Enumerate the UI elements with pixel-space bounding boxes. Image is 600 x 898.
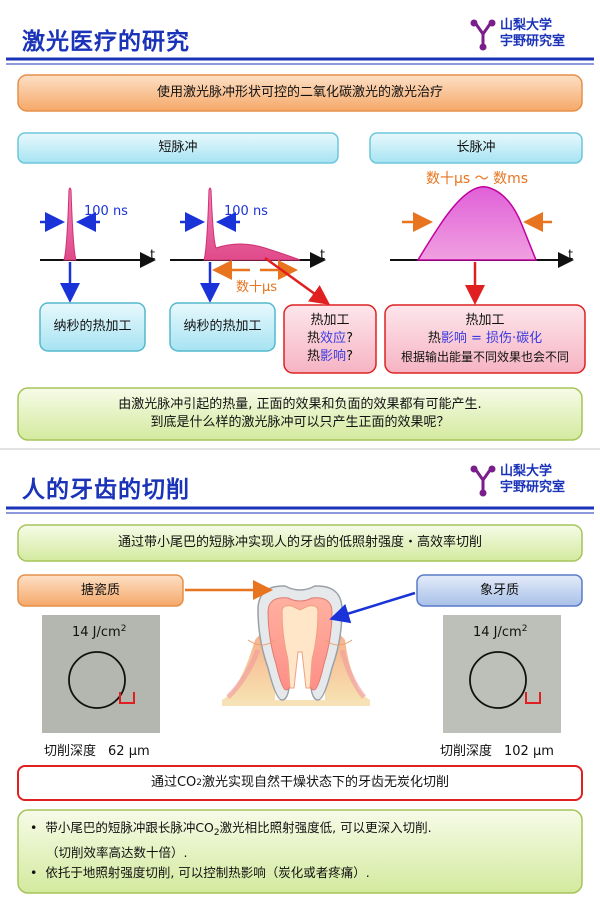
lab-logo-icon-1 bbox=[470, 19, 496, 51]
nano-box-1: 纳秒的热加工 bbox=[53, 319, 132, 334]
long-pulse-shape bbox=[416, 186, 538, 261]
heat-box: 热加工 热效应? 热影响? bbox=[284, 305, 376, 373]
bullet-1: • 带小尾巴的短脉冲跟长脉冲CO2激光相比照射强度低, 可以更深入切削. bbox=[30, 820, 432, 838]
question-line-2: 到底是什么样的激光脉冲可以只产生正面的效果呢？ bbox=[150, 415, 450, 430]
bullets-box bbox=[17, 809, 583, 894]
short-pulse-label: 短脉冲 bbox=[158, 140, 198, 155]
long-pulse-label: 长脉冲 bbox=[456, 140, 496, 155]
dentin-label: 象牙质 bbox=[479, 582, 519, 598]
result-red-box bbox=[17, 765, 583, 801]
long-heat-box-bg bbox=[384, 304, 586, 374]
nano-box-2-bg bbox=[169, 302, 276, 352]
lab-name-2: 山梨大学 宇野研究室 bbox=[500, 464, 565, 496]
banner2-box bbox=[17, 524, 583, 562]
tooth-illustration bbox=[222, 585, 370, 706]
lab-group-2: 宇野研究室 bbox=[500, 480, 566, 495]
short-pulse-tail bbox=[203, 187, 301, 261]
long-heat-box-line2: 热影响 = 损伤·碳化 bbox=[427, 331, 543, 346]
nano-box-1-bg bbox=[39, 302, 146, 352]
scale-mark-2 bbox=[525, 692, 541, 704]
dentin-box bbox=[416, 574, 583, 607]
lab-univ-2: 山梨大学 bbox=[500, 464, 553, 479]
heat-box-title: 热加工 bbox=[310, 313, 350, 328]
section1-title: 激光医疗的研究 bbox=[22, 29, 190, 55]
short-pulse-box bbox=[17, 132, 339, 164]
lab-name-1: 山梨大学 宇野研究室 bbox=[500, 18, 565, 50]
pulse-width-label-2: 100 ns bbox=[224, 204, 268, 219]
heat-box-line2: 热效应? bbox=[307, 331, 353, 346]
bullet-2: • 依托于地照射强度切削, 可以控制热影响（炭化或者疼痛）. bbox=[30, 865, 370, 880]
long-heat-box: 热加工 热影响 = 损伤·碳化 根据输出能量不同效果也会不同 bbox=[385, 305, 585, 373]
question-text: 由激光脉冲引起的热量, 正面的效果和负面的效果都有可能产生. 到底是什么样的激光… bbox=[18, 388, 582, 440]
axis-t-1: t bbox=[150, 248, 156, 263]
bullet-1-line2: （切削效率高达数十倍）. bbox=[46, 845, 188, 860]
axis-t-3: t bbox=[568, 248, 574, 263]
tail-arrow-red bbox=[264, 256, 331, 305]
pulse-width-label-1: 100 ns bbox=[84, 204, 128, 219]
long-pulse-box bbox=[369, 132, 583, 164]
banner2-text: 通过带小尾巴的短脉冲实现人的牙齿的低照射强度・高效率切削 bbox=[117, 535, 482, 550]
scale-mark-1 bbox=[119, 692, 135, 704]
lab-univ-1: 山梨大学 bbox=[500, 18, 553, 33]
fluence-right: 14 J/cm2 bbox=[473, 624, 528, 640]
enamel-box bbox=[17, 574, 184, 607]
enamel-crater-circle bbox=[68, 651, 126, 709]
banner1-box bbox=[17, 74, 583, 112]
long-duration-label: 数十μs ～ 数ms bbox=[426, 171, 529, 187]
dentin-arrow bbox=[329, 591, 416, 624]
question-box bbox=[17, 387, 583, 441]
fluence-left: 14 J/cm2 bbox=[72, 624, 127, 640]
tail-duration-label: 数十μs bbox=[236, 280, 278, 295]
lab-group-1: 宇野研究室 bbox=[500, 34, 566, 49]
nano-box-2: 纳秒的热加工 bbox=[183, 319, 262, 334]
long-heat-box-line3: 根据输出能量不同效果也会不同 bbox=[400, 350, 569, 364]
dentin-crater-circle bbox=[469, 651, 527, 709]
dentin-photo bbox=[443, 615, 561, 733]
lab-logo-icon-2 bbox=[470, 465, 496, 497]
heat-box-bg bbox=[283, 304, 377, 374]
question-line-1: 由激光脉冲引起的热量, 正面的效果和负面的效果都有可能产生. bbox=[118, 397, 482, 412]
short-pulse-1 bbox=[63, 187, 77, 261]
axis-t-2: t bbox=[320, 248, 326, 263]
section2-title: 人的牙齿的切削 bbox=[22, 477, 190, 503]
long-heat-box-title: 热加工 bbox=[465, 313, 505, 328]
heat-box-line3: 热影响? bbox=[307, 349, 353, 364]
bullets-list: • 带小尾巴的短脉冲跟长脉冲CO2激光相比照射强度低, 可以更深入切削. （切削… bbox=[30, 818, 578, 883]
enamel-label: 搪瓷质 bbox=[80, 582, 120, 598]
banner1-text: 使用激光脉冲形状可控的二氧化碳激光的激光治疗 bbox=[156, 85, 443, 100]
